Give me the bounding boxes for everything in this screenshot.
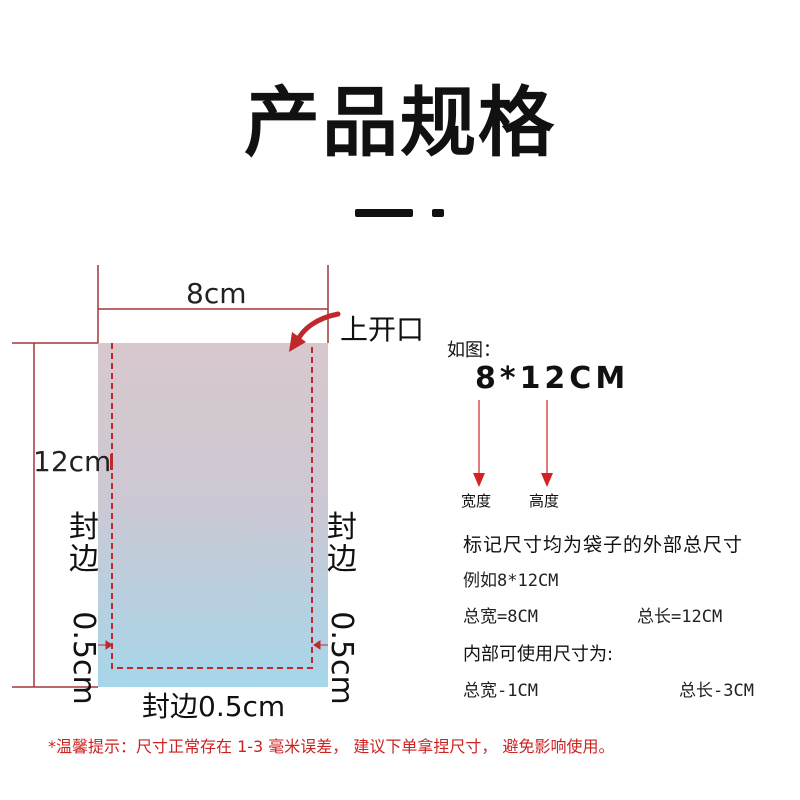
page-title: 产品规格 — [244, 78, 556, 167]
example-height-label: 高度 — [529, 492, 560, 510]
top-opening-arrowhead — [289, 332, 306, 352]
note-total-length: 总长=12CM — [637, 607, 723, 627]
seal-dashed-line — [111, 343, 313, 669]
title-underline-dash — [355, 209, 413, 217]
example-label: 如图： — [447, 340, 501, 361]
title-underline-dot — [432, 209, 444, 217]
footer-warning: *温馨提示：尺寸正常存在 1-3 毫米误差， 建议下单拿捏尺寸， 避免影响使用。 — [48, 737, 615, 756]
note-total-width: 总宽=8CM — [463, 607, 538, 627]
seal-right-label: 封边 0.5cm — [322, 512, 362, 718]
note-inner-width: 总宽-1CM — [463, 681, 538, 701]
height-label: 12cm — [33, 445, 112, 478]
seal-marker-left — [98, 640, 113, 650]
example-size: 8*12CM — [475, 361, 630, 396]
height-label-tick — [110, 454, 113, 470]
seal-left-label: 封边 0.5cm — [64, 512, 104, 718]
example-width-label: 宽度 — [461, 492, 492, 510]
note-line-1: 标记尺寸均为袋子的外部总尺寸 — [463, 534, 744, 556]
note-line-4: 内部可使用尺寸为: — [463, 644, 614, 665]
seal-bottom-label: 封边0.5cm — [142, 690, 286, 723]
note-line-2: 例如8*12CM — [463, 571, 559, 591]
height-pointer-arrowhead — [541, 473, 553, 487]
top-opening-label: 上开口 — [340, 313, 425, 346]
seal-right-cjk: 封边 — [327, 510, 357, 577]
bag-body — [98, 343, 328, 687]
width-pointer-arrowhead — [473, 473, 485, 487]
seal-left-cjk: 封边 — [69, 510, 99, 577]
note-inner-length: 总长-3CM — [679, 681, 754, 701]
width-label: 8cm — [186, 277, 247, 310]
seal-left-value: 0.5cm — [66, 611, 101, 705]
seal-marker-right — [313, 640, 328, 650]
seal-right-value: 0.5cm — [324, 611, 359, 705]
